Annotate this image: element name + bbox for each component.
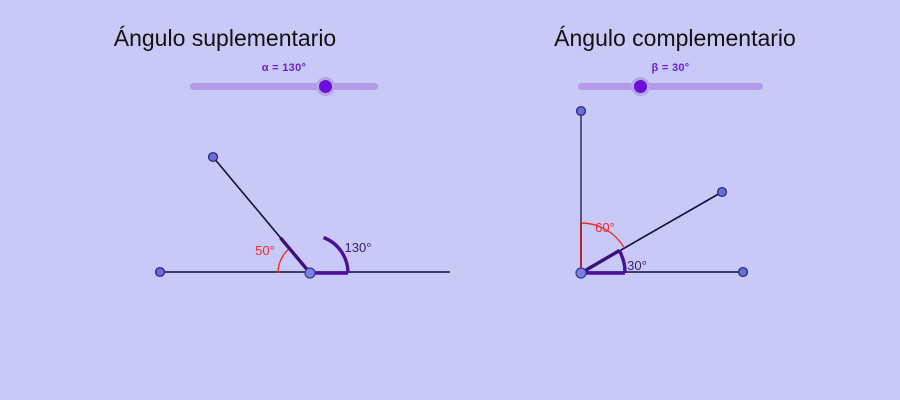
point-ray-endpoint-diagonal[interactable]: [716, 186, 728, 198]
angle-arc-60: [580, 222, 625, 249]
angle-label-50: 50°: [255, 243, 275, 258]
angle-arc-30: [617, 249, 627, 274]
angle-arc-50: [277, 247, 290, 274]
point-ray-endpoint-upper[interactable]: [207, 151, 219, 163]
point-line-endpoint-left[interactable]: [154, 266, 166, 278]
panel-complementario: Ángulo complementario β = 30° 60° 30°: [450, 0, 900, 400]
point-vertex[interactable]: [575, 267, 587, 279]
beta-slider-label: β = 30°: [651, 62, 690, 74]
beta-slider[interactable]: β = 30°: [578, 62, 763, 96]
page-title-complementario: Ángulo complementario: [554, 25, 796, 51]
angle-130-side-ray: [279, 236, 312, 275]
beta-slider-handle[interactable]: [631, 77, 651, 96]
alpha-slider[interactable]: α = 130°: [190, 62, 378, 96]
angle-arc-130: [322, 235, 350, 274]
panel-suplementario: Ángulo suplementario α = 130° 50° 130°: [113, 25, 450, 279]
page-title-suplementario: Ángulo suplementario: [113, 25, 337, 51]
angle-label-60: 60°: [595, 220, 615, 235]
angle-30-side-ray: [580, 249, 621, 275]
point-line-endpoint-right[interactable]: [737, 266, 749, 278]
diagram-suplementario: 50° 130°: [154, 151, 450, 279]
angle-label-130: 130°: [345, 240, 372, 255]
alpha-slider-track[interactable]: [190, 83, 378, 90]
beta-slider-track[interactable]: [578, 83, 763, 90]
point-vertical-endpoint-top[interactable]: [575, 105, 587, 117]
angle-label-30: 30°: [627, 258, 647, 273]
alpha-slider-label: α = 130°: [261, 62, 307, 74]
alpha-slider-handle[interactable]: [315, 77, 335, 96]
point-vertex[interactable]: [304, 267, 316, 279]
diagram-complementario: 60° 30°: [575, 105, 749, 279]
